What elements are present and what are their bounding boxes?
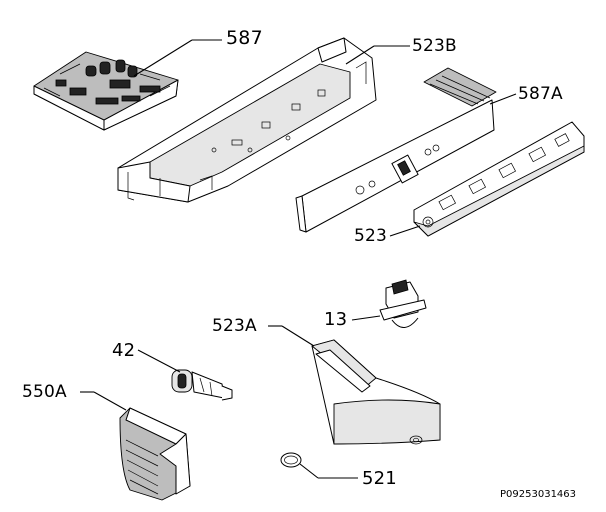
- leader-521: [299, 463, 319, 479]
- end-cap-550a: [119, 407, 191, 501]
- leader-13: [351, 315, 381, 321]
- circuit-board-587: [33, 51, 179, 131]
- label-521: 521: [362, 468, 397, 489]
- lamp-cover-523a: [311, 339, 441, 445]
- leader-42: [137, 349, 181, 373]
- label-523b: 523B: [412, 36, 457, 56]
- housing-tray-523b: [117, 37, 377, 203]
- leader-523: [389, 225, 421, 237]
- leader-587: [133, 39, 193, 77]
- leader-587a: [489, 93, 517, 105]
- leader-523b: [345, 45, 375, 65]
- label-42: 42: [112, 340, 136, 361]
- control-panel-587a: [295, 67, 497, 233]
- o-ring-521: [280, 452, 302, 468]
- label-587a: 587A: [518, 84, 563, 104]
- label-13: 13: [324, 309, 348, 330]
- switch-13: [379, 279, 427, 328]
- drawing-code: P09253031463: [500, 489, 577, 500]
- label-587: 587: [226, 27, 263, 49]
- lamp-socket-42: [171, 369, 233, 401]
- label-523a: 523A: [212, 316, 257, 336]
- button-strip-523: [413, 121, 585, 237]
- label-523: 523: [354, 226, 388, 246]
- label-550a: 550A: [22, 382, 67, 402]
